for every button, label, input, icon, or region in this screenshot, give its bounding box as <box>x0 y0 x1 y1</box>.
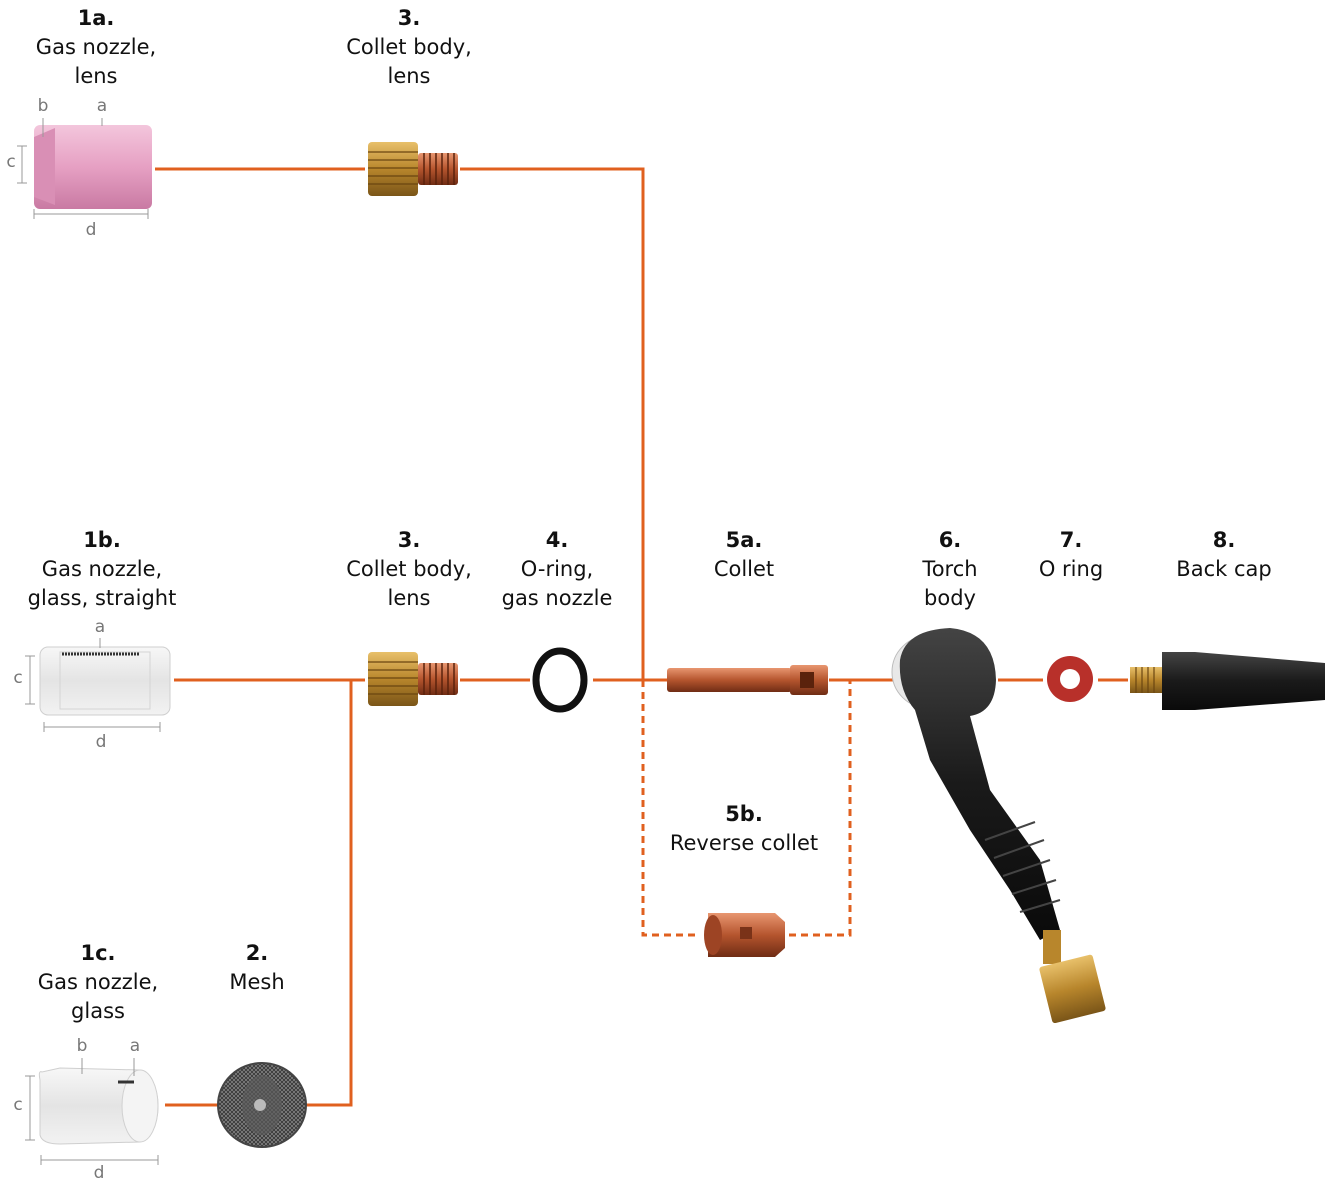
copper-collet-icon <box>667 665 828 695</box>
label-part-5a: 5a. Collet <box>714 526 774 584</box>
brass-collet-body-mid-icon <box>368 652 458 706</box>
torch-body-icon <box>891 628 1106 1024</box>
part-name-line1: Collet body, <box>346 557 472 581</box>
wire-mesh-icon <box>217 1062 307 1148</box>
label-part-1a: 1a. Gas nozzle, lens <box>36 4 156 91</box>
part-name-line1: Collet body, <box>346 35 472 59</box>
connector-5b-dashed <box>641 680 700 937</box>
part-name-line1: Collet <box>713 557 775 581</box>
part-name-line2: lens <box>387 64 431 88</box>
part-number: 3. <box>397 528 421 552</box>
part-number: 2. <box>245 941 269 965</box>
part-name-line2: body <box>924 586 976 610</box>
part-name-line1: Gas nozzle, <box>37 970 159 994</box>
part-number: 7. <box>1059 528 1083 552</box>
dimension-d-1c: d <box>93 1163 105 1183</box>
dimension-a-1b: a <box>94 617 106 637</box>
part-name-line1: Gas nozzle, <box>35 35 157 59</box>
part-name-line1: O ring <box>1038 557 1104 581</box>
glass-nozzle-straight-icon <box>25 638 171 732</box>
part-number: 5b. <box>725 802 763 826</box>
brass-collet-body-top-icon <box>368 142 458 196</box>
connector-mesh-riser <box>305 680 353 1107</box>
part-number: 1b. <box>83 528 121 552</box>
dimension-d-1b: d <box>95 732 107 752</box>
label-part-2: 2. Mesh <box>229 939 284 997</box>
label-part-3-top: 3. Collet body, lens <box>346 4 472 91</box>
dimension-b-1a: b <box>37 96 49 116</box>
part-name-line2: glass <box>71 999 125 1023</box>
copper-reverse-collet-icon <box>704 913 785 957</box>
black-back-cap-icon <box>1130 652 1325 710</box>
part-number: 1c. <box>80 941 116 965</box>
glass-nozzle-large-icon <box>25 1058 159 1165</box>
part-number: 1a. <box>77 6 115 30</box>
part-number: 8. <box>1212 528 1236 552</box>
pink-ceramic-nozzle-icon <box>17 118 152 219</box>
dimension-d-1a: d <box>85 220 97 240</box>
label-part-8: 8. Back cap <box>1176 526 1271 584</box>
connector-collet-to-main <box>460 167 645 680</box>
label-part-3-mid: 3. Collet body, lens <box>346 526 472 613</box>
part-name-line1: O-ring, <box>520 557 594 581</box>
dimension-c-1b: c <box>13 668 23 688</box>
black-o-ring-icon <box>532 647 588 713</box>
dimension-a-1a: a <box>96 96 108 116</box>
label-part-6: 6. Torch body <box>922 526 977 613</box>
dimension-b-1c: b <box>76 1036 88 1056</box>
part-number: 6. <box>938 528 962 552</box>
part-name-line1: Back cap <box>1176 557 1272 581</box>
part-name-line2: gas nozzle <box>501 586 613 610</box>
connector-lines <box>155 167 1128 1107</box>
label-part-1c: 1c. Gas nozzle, glass <box>38 939 158 1026</box>
label-part-7: 7. O ring <box>1039 526 1103 584</box>
part-name-line2: glass, straight <box>27 586 177 610</box>
part-name-line1: Gas nozzle, <box>41 557 163 581</box>
part-number: 3. <box>397 6 421 30</box>
dimension-c-1c: c <box>13 1095 23 1115</box>
part-name-line2: lens <box>74 64 118 88</box>
label-part-1b: 1b. Gas nozzle, glass, straight <box>28 526 177 613</box>
dimension-c-1a: c <box>6 152 16 172</box>
part-name-line1: Torch <box>922 557 978 581</box>
label-part-4: 4. O-ring, gas nozzle <box>502 526 613 613</box>
part-name-line2: lens <box>387 586 431 610</box>
label-part-5b: 5b. Reverse collet <box>670 800 818 858</box>
part-name-line1: Reverse collet <box>669 831 819 855</box>
dimension-a-1c: a <box>129 1036 141 1056</box>
part-number: 4. <box>545 528 569 552</box>
connector-5b-dashed-right <box>785 678 852 937</box>
part-name-line1: Mesh <box>229 970 285 994</box>
red-o-ring-icon <box>1047 656 1093 702</box>
part-number: 5a. <box>725 528 763 552</box>
